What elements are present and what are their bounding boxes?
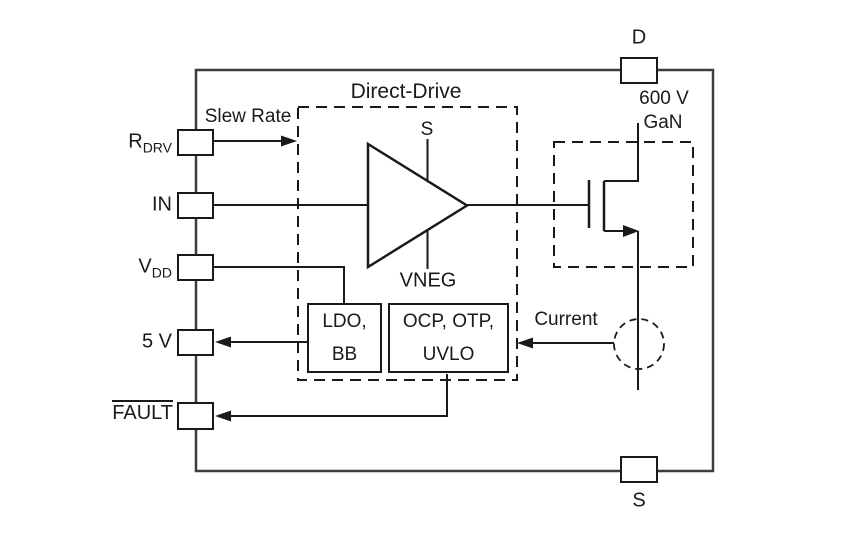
ldo-bb-line1: LDO, [322, 311, 367, 332]
arrowhead-current [517, 337, 533, 349]
ldo-bb-block: LDO, BB [307, 303, 382, 373]
driver-vneg-label: VNEG [399, 269, 457, 292]
pin-box-s [620, 456, 658, 483]
pin-label-s: S [632, 489, 646, 512]
pin-box-d [620, 57, 658, 84]
fet-drain-lead [604, 123, 639, 182]
current-sense-circle [613, 318, 665, 370]
pin-box-5v [177, 329, 214, 356]
pin-label-5v: 5 V [141, 330, 172, 353]
pin-label-fault: FAULT [112, 400, 173, 424]
driver-s-label: S [420, 119, 434, 141]
fet-rating-gan-label: GaN [643, 112, 683, 134]
pin-label-rdrv: RDRV [128, 130, 172, 156]
direct-drive-title: Direct-Drive [350, 79, 462, 103]
wire-vdd [213, 266, 345, 304]
ldo-bb-line2: BB [331, 344, 358, 365]
fet-rating-600v-label: 600 V [639, 88, 689, 110]
arrowhead-fet-source [623, 225, 639, 237]
ocp-line1: OCP, OTP, [402, 311, 495, 332]
current-label: Current [534, 309, 598, 331]
wire-fault [231, 374, 448, 417]
direct-drive-dashed-box [297, 106, 518, 381]
arrowhead-slew-rate [281, 135, 297, 147]
pin-box-in [177, 192, 214, 219]
arrowhead-fault [215, 410, 231, 422]
ocp-line2: UVLO [422, 344, 475, 365]
gan-fet-dashed-box [553, 141, 694, 268]
pin-label-d: D [631, 26, 647, 49]
pin-label-vdd: VDD [138, 255, 172, 281]
pin-box-fault [177, 402, 214, 430]
arrowhead-5v [215, 336, 231, 348]
gate-driver-triangle [366, 141, 470, 270]
pin-box-rdrv [177, 129, 214, 156]
ocp-otp-uvlo-block: OCP, OTP, UVLO [388, 303, 509, 373]
pin-label-in: IN [152, 193, 172, 216]
slew-rate-label: Slew Rate [204, 106, 292, 128]
pin-box-vdd [177, 254, 214, 281]
